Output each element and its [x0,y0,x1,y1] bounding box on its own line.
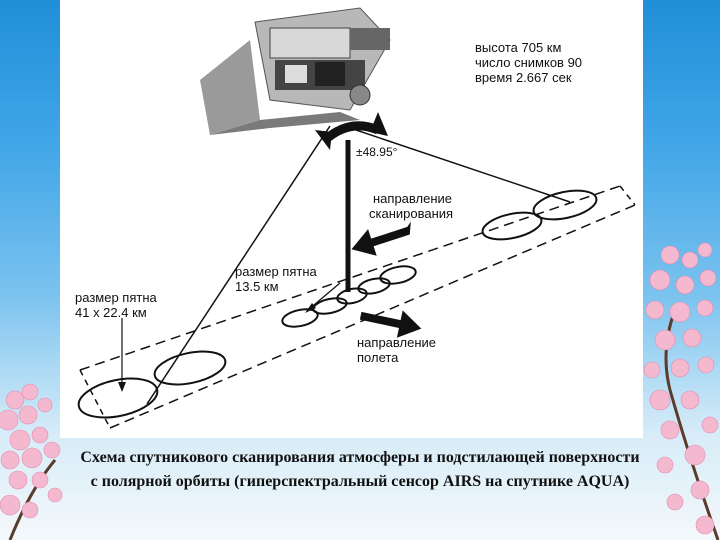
spot-edge-label: размер пятна [75,290,157,305]
caption-line-2: с полярной орбиты (гиперспектральный сен… [90,473,630,490]
footprint-edge-left [77,377,159,419]
flight-direction-label: направление [357,335,436,350]
scan-direction-arrow [351,221,411,256]
footprint [153,350,227,386]
diagram-panel: высота 705 км число снимков 90 время 2.6… [60,0,643,438]
footprint-nadir [336,287,368,305]
angle-label: ±48.95° [356,145,398,159]
flight-direction-label-line2: полета [357,350,399,365]
rotation-arrow [315,112,388,150]
footprint [379,265,417,285]
footprint [281,308,319,328]
slide-caption: Схема спутникового сканирования атмосфер… [0,446,720,494]
cherry-blossom-right-decoration [643,242,720,540]
specs-label: высота 705 км число снимков 90 время 2.6… [475,40,582,85]
satellite-illustration [200,7,391,135]
scan-diagram: высота 705 км число снимков 90 время 2.6… [75,7,636,429]
image-count-text: число снимков 90 [475,55,582,70]
scan-edge-left [146,125,331,405]
caption-line-1: Схема спутникового сканирования атмосфер… [80,449,640,466]
footprint [312,297,348,315]
time-text: время 2.667 сек [475,70,572,85]
footprint-ellipses [77,189,598,419]
spot-edge-size: 41 x 22.4 км [75,305,147,320]
footprint-edge-right [532,189,598,221]
footprint [481,211,543,241]
scan-direction-label-line2: сканирования [369,206,453,221]
flight-direction-arrow [359,310,422,338]
footprint [357,277,391,295]
scan-edge-right [349,127,571,203]
cherry-blossom-left-decoration [0,383,63,540]
spot-center-label: размер пятна [235,264,317,279]
scan-direction-label: направление [373,191,452,206]
altitude-text: высота 705 км [475,40,561,55]
spot-center-size: 13.5 км [235,279,279,294]
